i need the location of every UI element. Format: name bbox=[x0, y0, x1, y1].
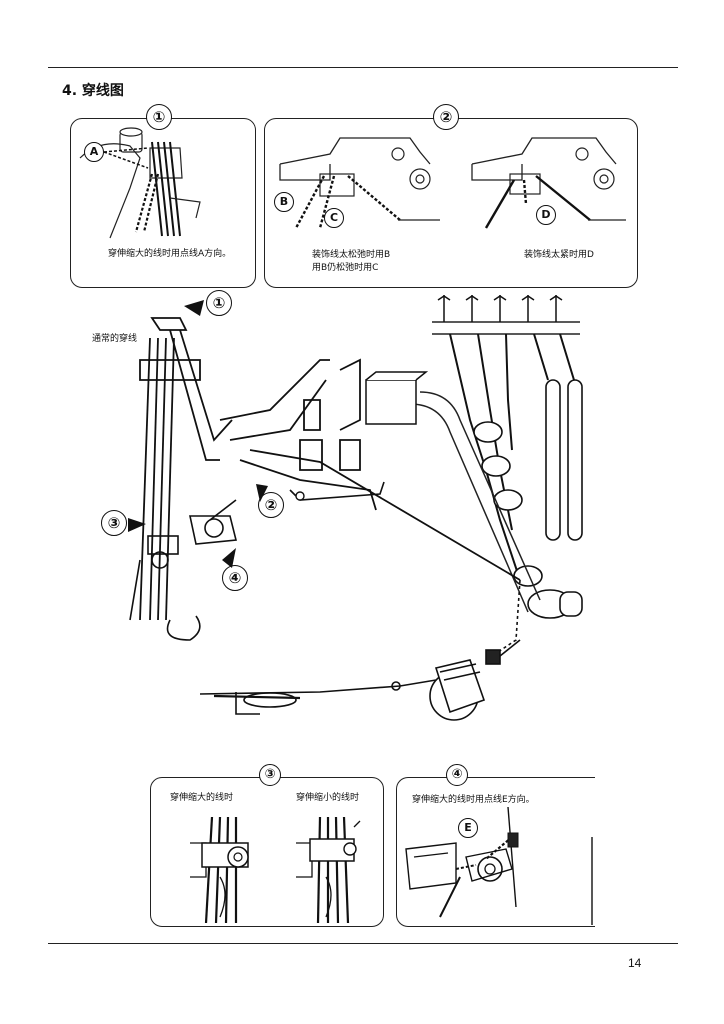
panel-3-caption-left: 穿伸缩大的线时 bbox=[170, 793, 234, 803]
panel-2 bbox=[264, 118, 638, 288]
main-marker-3: ③ bbox=[101, 510, 127, 536]
label-b-marker: B bbox=[274, 192, 294, 212]
panel-2-illustration-left bbox=[279, 137, 440, 229]
label-c-marker: C bbox=[324, 208, 344, 228]
panel-4-illustration bbox=[405, 806, 593, 925]
panel-4-number-badge: ④ bbox=[446, 764, 468, 786]
main-marker-2: ② bbox=[258, 492, 284, 518]
panel-1-caption: 穿伸缩大的线时用点线A方向。 bbox=[108, 249, 232, 259]
section-title: 4. 穿线图 bbox=[62, 83, 124, 99]
threading-main-diagram bbox=[129, 295, 583, 721]
panel-1-number-badge: ① bbox=[146, 104, 172, 130]
top-rule bbox=[48, 67, 678, 68]
panel-3-caption-right: 穿伸缩小的线时 bbox=[296, 793, 360, 803]
panel-2-caption-left-line1: 装饰线太松弛时用B bbox=[312, 250, 391, 260]
panel-2-caption-right: 装饰线太紧时用D bbox=[524, 250, 594, 260]
label-e-marker: E bbox=[458, 818, 478, 838]
label-d-marker: D bbox=[536, 205, 556, 225]
panel-2-number-badge: ② bbox=[433, 104, 459, 130]
label-a-marker: A bbox=[84, 142, 104, 162]
main-marker-4: ④ bbox=[222, 565, 248, 591]
page-number: 14 bbox=[628, 956, 642, 970]
panel-2-caption-left-line2: 用B仍松弛时用C bbox=[312, 263, 379, 273]
panel-4-caption: 穿伸缩大的线时用点线E方向。 bbox=[412, 795, 535, 805]
normal-threading-label: 通常的穿线 bbox=[92, 334, 138, 344]
panel-3-illustration bbox=[190, 816, 361, 924]
panel-3-number-badge: ③ bbox=[259, 764, 281, 786]
bottom-rule bbox=[48, 943, 678, 944]
panel-2-illustration-right bbox=[471, 137, 626, 229]
main-marker-1: ① bbox=[206, 290, 232, 316]
marker-arrows bbox=[128, 300, 268, 568]
